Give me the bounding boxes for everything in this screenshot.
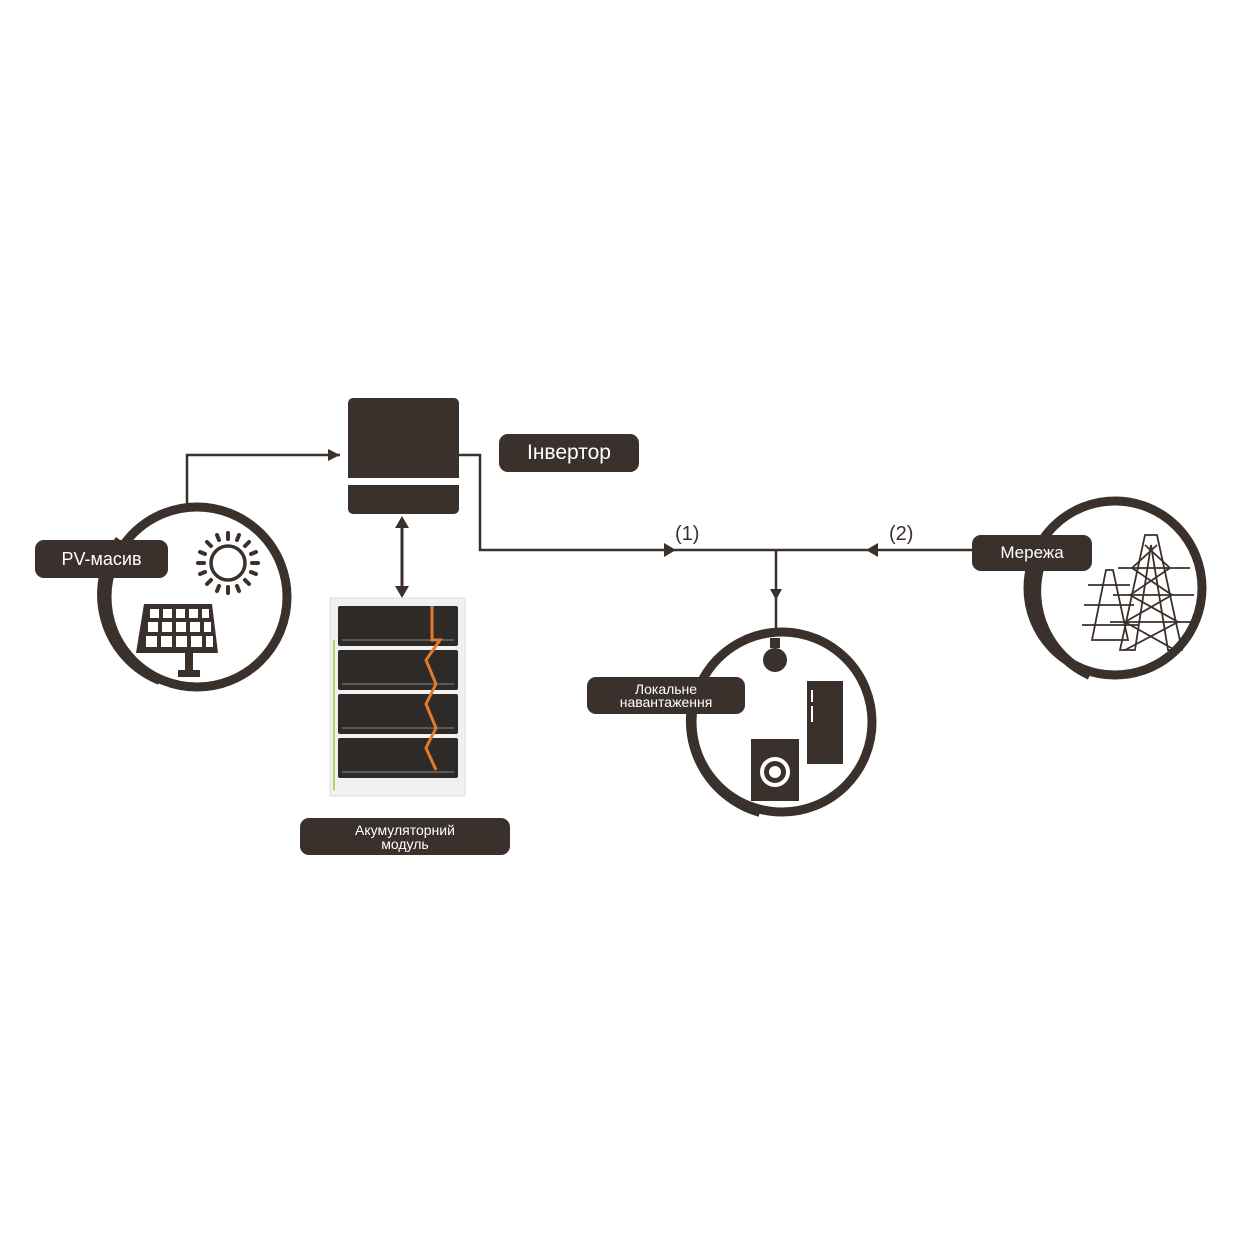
flow-1-label: (1) (675, 523, 700, 545)
grid-label: Мережа (972, 535, 1092, 571)
washing-machine-icon (751, 739, 799, 801)
battery-label-line1: Акумуляторний (355, 821, 455, 838)
battery-double-arrow (395, 516, 409, 598)
local-load-label: Локальне навантаження (587, 677, 745, 714)
battery-label-line2: модуль (381, 835, 429, 852)
flow-2-label: (2) (889, 523, 914, 545)
pv-array-icon (97, 502, 292, 692)
grid-icon (1023, 496, 1207, 680)
local-load-label-line2: навантаження (619, 693, 713, 710)
local-load-icon (685, 627, 877, 817)
local-load-label-line1: Локальне (634, 680, 698, 697)
pv-to-inverter-line (185, 449, 340, 505)
solar-panel-icon (136, 604, 218, 677)
light-bulb-icon (763, 638, 787, 672)
pv-array-label: PV-масив (35, 540, 168, 578)
ac-bus-line (459, 453, 972, 630)
inverter-label: Інвертор (499, 434, 639, 472)
inverter-icon (348, 398, 459, 514)
power-tower-icon (1082, 534, 1198, 651)
fridge-icon (807, 681, 843, 764)
battery-rack-icon (329, 597, 466, 797)
sun-icon (196, 531, 260, 595)
battery-module-label: Акумуляторний модуль (300, 818, 510, 855)
